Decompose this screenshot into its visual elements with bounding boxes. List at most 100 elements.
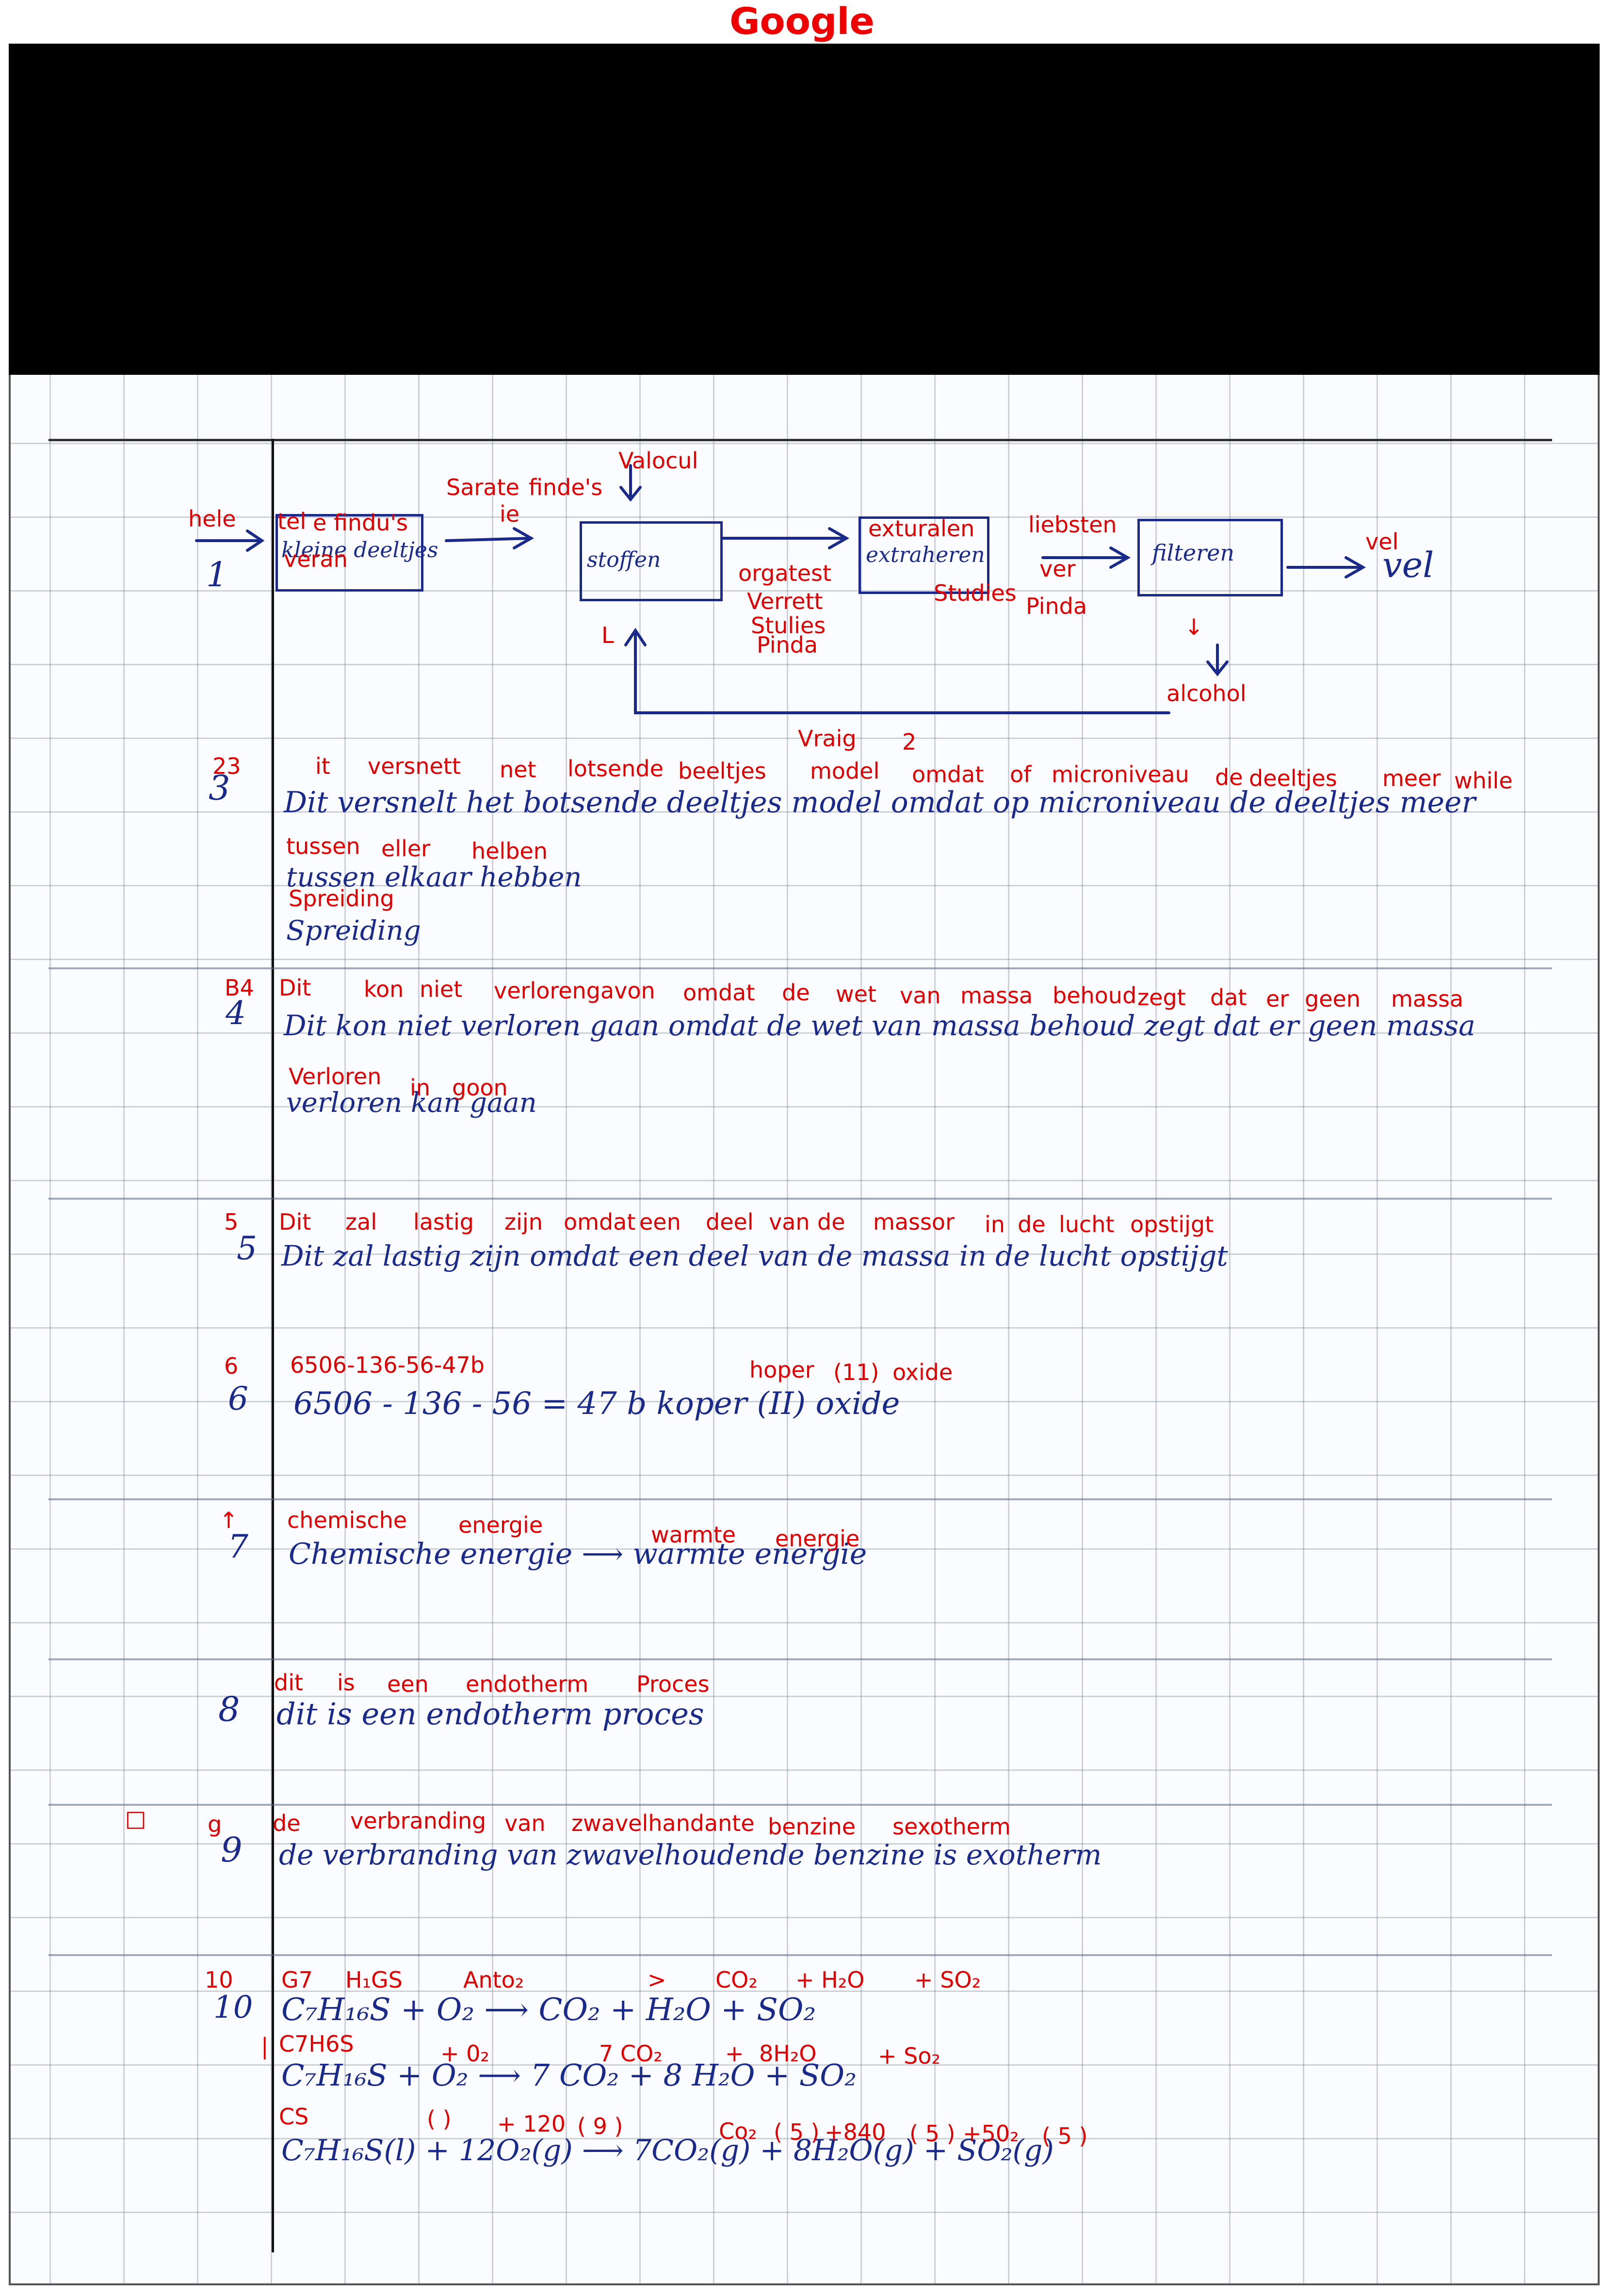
question-number-10: 10 — [213, 1990, 253, 2025]
ocr-word: behoud — [1053, 982, 1137, 1009]
handwriting-answer-4-line-2: verloren kan gaan — [286, 1087, 537, 1119]
ocr-label-hele: hele — [188, 506, 236, 532]
ocr-word: while — [1454, 768, 1513, 794]
ocr-token: 7 CO₂ — [599, 2040, 663, 2067]
ocr-word: deel — [706, 1209, 754, 1235]
process-box-4 — [1137, 519, 1283, 596]
handwriting-answer-3-line-3: Spreiding — [286, 915, 421, 947]
ocr-word: oxide — [892, 1359, 953, 1385]
ocr-token: H₁GS — [345, 1967, 403, 1993]
ocr-word: energie — [775, 1525, 860, 1552]
ocr-token: Anto₂ — [463, 1967, 524, 1993]
ocr-word: dat — [1210, 984, 1247, 1011]
ocr-word: in — [985, 1211, 1005, 1237]
ocr-label-studies: Studies — [934, 580, 1017, 606]
ocr-word: van — [900, 982, 941, 1009]
ocr-word: opstijgt — [1130, 1211, 1214, 1237]
ocr-token: + 120 — [497, 2111, 566, 2137]
ocr-label-valocul: Valocul — [618, 448, 698, 474]
handwriting-box-4: filteren — [1152, 540, 1234, 566]
handwriting-answer-7: Chemische energie ⟶ warmte energie — [289, 1537, 867, 1571]
ocr-word: van — [769, 1209, 810, 1235]
question-number-6: 6 — [228, 1380, 248, 1417]
ocr-token: ( 5 ) — [774, 2119, 820, 2145]
ocr-token: + So₂ — [878, 2043, 940, 2069]
process-box-1 — [275, 514, 423, 592]
ocr-word: sexotherm — [892, 1814, 1011, 1840]
ocr-label-verrett: Verrett — [747, 588, 823, 614]
handwriting-box-2: stoffen — [587, 547, 661, 572]
ocr-word: van — [504, 1810, 546, 1836]
handwriting-answer-6: 6506 - 136 - 56 = 47 b koper (II) oxide — [293, 1386, 900, 1422]
ocr-checkbox-mark: □ — [125, 1805, 146, 1831]
ocr-word: versnett — [368, 753, 461, 779]
ocr-word: de — [1018, 1211, 1046, 1237]
ocr-token: + H₂O — [795, 1967, 865, 1993]
ocr-word: chemische — [287, 1507, 407, 1533]
ocr-word: Dit — [279, 1209, 311, 1235]
ocr-word: de — [782, 979, 810, 1006]
ocr-label-liebsten: liebsten — [1028, 512, 1117, 538]
google-brand-title: Google — [729, 0, 875, 43]
ocr-label-l-mark: L — [601, 622, 614, 648]
paper-margin-line — [272, 439, 274, 2252]
ocr-word: massa — [1391, 986, 1464, 1012]
ocr-token: +840 — [825, 2119, 886, 2145]
ocr-word: lotsende — [567, 755, 664, 782]
ocr-label-orgatest: orgatest — [738, 560, 831, 586]
ocr-token: 8H₂O — [759, 2040, 817, 2067]
ocr-label-tel: tel — [277, 508, 307, 534]
handwriting-answer-5: Dit zal lastig zijn omdat een deel van d… — [281, 1239, 1228, 1272]
ocr-label-ie: ie — [500, 501, 520, 527]
handwriting-answer-4: Dit kon niet verloren gaan omdat de wet … — [284, 1009, 1475, 1042]
ocr-word: zijn — [504, 1209, 543, 1235]
ocr-token: G7 — [281, 1967, 313, 1993]
question-number-4: 4 — [226, 995, 246, 1032]
ocr-label-pinda-2: Pinda — [757, 632, 818, 658]
ocr-word: de — [1215, 764, 1243, 790]
ocr-word: hoper — [749, 1357, 814, 1383]
section-divider — [49, 1954, 1552, 1956]
section-divider — [49, 1198, 1552, 1200]
ocr-word: massor — [873, 1209, 955, 1235]
ocr-word: lastig — [413, 1209, 474, 1235]
ocr-label-pinda: Pinda — [1026, 593, 1087, 619]
ocr-word: in — [410, 1075, 430, 1101]
section-divider — [49, 1804, 1552, 1806]
handwriting-equation-1: C₇H₁₆S + O₂ ⟶ CO₂ + H₂O + SO₂ — [281, 1992, 816, 2028]
ocr-label-sarate: Sarate — [446, 474, 519, 500]
ocr-word: Spreiding — [289, 885, 394, 912]
ocr-word: net — [500, 756, 536, 783]
ocr-token: C7H6S — [279, 2031, 354, 2057]
ocr-number-7: ↑ — [219, 1507, 238, 1533]
ocr-label-e-findus: e findu's — [313, 510, 408, 536]
ocr-word: model — [810, 758, 880, 784]
ocr-token: CO₂ — [715, 1967, 758, 1993]
ocr-word: Verloren — [289, 1063, 382, 1090]
ocr-word: warmte — [651, 1522, 736, 1548]
ocr-word: zwavelhandante — [571, 1810, 755, 1836]
question-number-8: 8 — [218, 1689, 240, 1729]
ocr-word: endotherm — [466, 1671, 589, 1697]
ocr-word: eller — [381, 835, 431, 862]
ocr-number-10: 10 — [205, 1967, 233, 1993]
ocr-word: beeltjes — [678, 758, 766, 784]
ocr-word: geen — [1305, 986, 1361, 1012]
ocr-label-down-arrow: ↓ — [1184, 614, 1203, 640]
ocr-word: verlorengavon — [494, 978, 655, 1004]
ocr-pipe: | — [261, 2033, 269, 2059]
ocr-word: massa — [960, 982, 1033, 1009]
question-number-3: 3 — [209, 768, 230, 808]
ocr-calculation: 6506-136-56-47b — [290, 1352, 485, 1378]
question-number-7: 7 — [228, 1528, 248, 1565]
ocr-token: ( 9 ) — [577, 2113, 623, 2139]
ocr-number-3: 23 — [212, 753, 241, 779]
handwriting-equation-2: C₇H₁₆S + O₂ ⟶ 7 CO₂ + 8 H₂O + SO₂ — [281, 2057, 857, 2093]
ocr-token: CS — [279, 2103, 309, 2130]
ocr-word: meer — [1382, 765, 1441, 791]
section-divider — [49, 1658, 1552, 1660]
question-number-5: 5 — [237, 1230, 257, 1267]
ocr-word: (11) — [833, 1359, 879, 1385]
ocr-token: +50₂ — [963, 2120, 1019, 2147]
handwriting-box-3: extraheren — [866, 543, 985, 567]
